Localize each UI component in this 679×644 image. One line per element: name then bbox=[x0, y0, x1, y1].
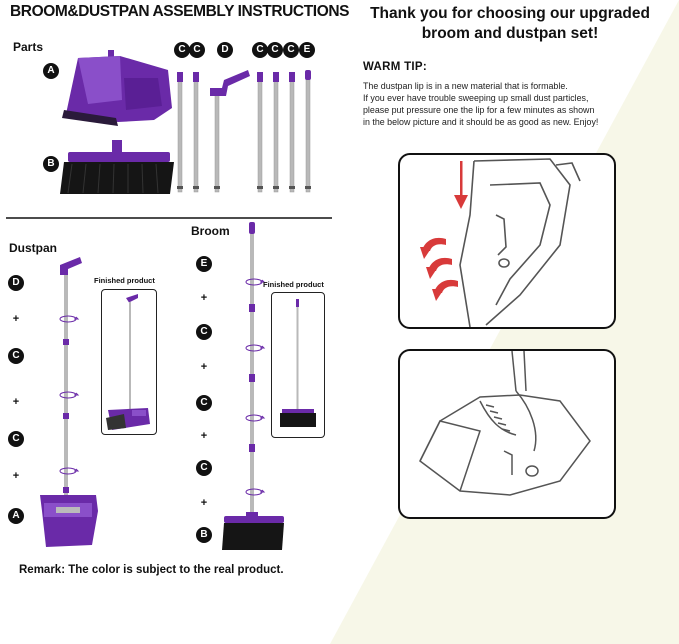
broom-plus-1: + bbox=[200, 292, 208, 304]
dustpan-step-c-badge-2: C bbox=[8, 431, 24, 447]
warm-tip-line-4: in the below picture and it should be as… bbox=[363, 117, 599, 127]
broom-step-c-badge-3: C bbox=[196, 460, 212, 476]
pole-c-badge-5: C bbox=[283, 42, 299, 58]
broom-finished-frame bbox=[271, 292, 325, 438]
thank-you-line-2: broom and dustpan set! bbox=[421, 25, 599, 42]
pole-c-badge-2: C bbox=[189, 42, 205, 58]
dustpan-step-d-badge: D bbox=[8, 275, 24, 291]
assembled-dustpan-illustration bbox=[40, 257, 98, 547]
broom-head-part-illustration bbox=[60, 140, 174, 194]
dustpan-step-a-badge: A bbox=[8, 508, 24, 524]
page-title: BROOM&DUSTPAN ASSEMBLY INSTRUCTIONS bbox=[10, 3, 350, 20]
pole-parts-illustration bbox=[177, 70, 311, 193]
broom-plus-2: + bbox=[200, 361, 208, 373]
pole-c-badge-4: C bbox=[267, 42, 283, 58]
warm-tip-line-3: please put pressure one the lip for a fe… bbox=[363, 105, 595, 115]
broom-step-b-badge: B bbox=[196, 527, 212, 543]
warm-tip-result-frame bbox=[398, 349, 616, 519]
part-a-badge: A bbox=[43, 63, 59, 79]
broom-finished-illustration bbox=[280, 299, 316, 427]
warm-tip-heading: WARM TIP: bbox=[363, 61, 428, 73]
broom-step-c-badge-2: C bbox=[196, 395, 212, 411]
broom-step-e-badge: E bbox=[196, 256, 212, 272]
dustpan-section-label: Dustpan bbox=[9, 241, 57, 255]
assembled-broom-illustration bbox=[222, 222, 284, 550]
dustpan-plus-1: + bbox=[12, 313, 20, 325]
broom-finished-label: Finished product bbox=[263, 280, 324, 289]
pole-c-badge-1: C bbox=[174, 42, 190, 58]
dustpan-finished-frame bbox=[101, 289, 157, 435]
remark-text: Remark: The color is subject to the real… bbox=[19, 564, 284, 576]
warm-tip-press-frame bbox=[398, 153, 616, 329]
part-b-badge: B bbox=[43, 156, 59, 172]
restored-dustpan-illustration bbox=[419, 351, 591, 496]
broom-section-label: Broom bbox=[191, 224, 230, 238]
thank-you-line-1: Thank you for choosing our upgraded bbox=[370, 5, 650, 22]
pole-e-badge: E bbox=[299, 42, 315, 58]
warm-tip-line-1: The dustpan lip is in a new material tha… bbox=[363, 81, 568, 91]
press-lip-illustration bbox=[420, 158, 581, 327]
warm-tip-line-2: If you ever have trouble sweeping up sma… bbox=[363, 93, 589, 103]
section-divider bbox=[6, 217, 332, 219]
dustpan-part-illustration bbox=[62, 50, 172, 126]
broom-plus-4: + bbox=[200, 497, 208, 509]
thank-you-message: Thank you for choosing our upgraded broo… bbox=[340, 4, 679, 44]
dustpan-finished-illustration bbox=[106, 294, 150, 430]
dustpan-plus-2: + bbox=[12, 396, 20, 408]
dustpan-step-c-badge-1: C bbox=[8, 348, 24, 364]
pole-c-badge-3: C bbox=[252, 42, 268, 58]
dustpan-plus-3: + bbox=[12, 470, 20, 482]
broom-plus-3: + bbox=[200, 430, 208, 442]
parts-label: Parts bbox=[13, 40, 44, 54]
dustpan-finished-label: Finished product bbox=[94, 276, 155, 285]
broom-step-c-badge-1: C bbox=[196, 324, 212, 340]
pole-d-badge: D bbox=[217, 42, 233, 58]
